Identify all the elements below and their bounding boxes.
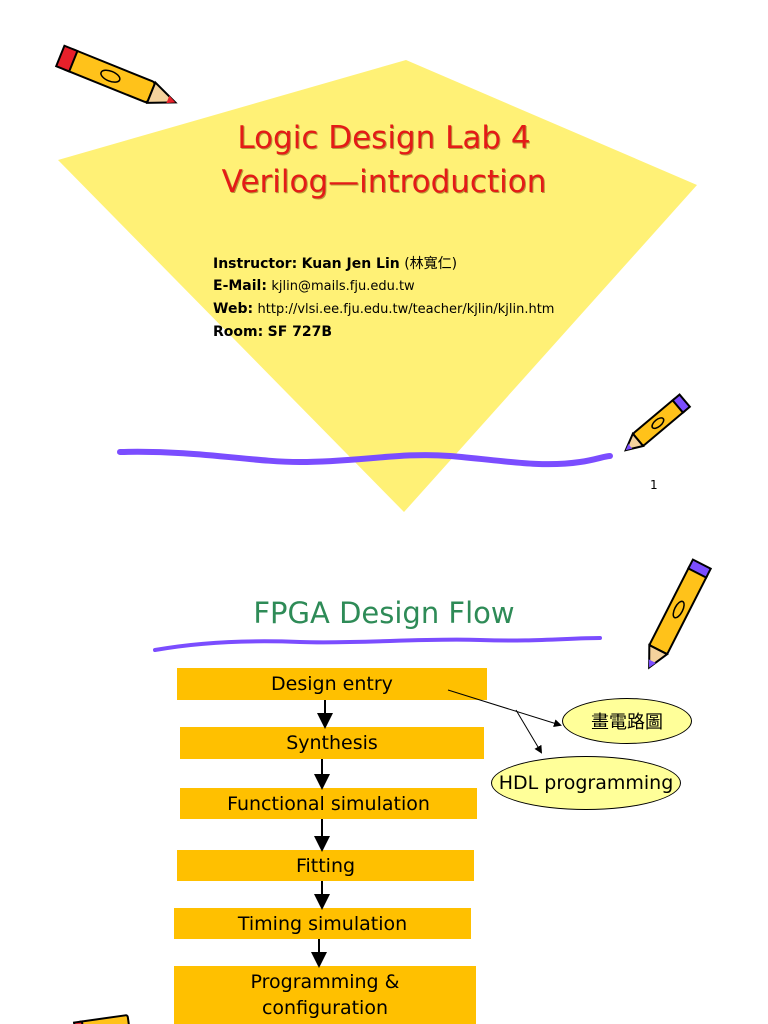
instructor-row: Instructor: Kuan Jen Lin (林寬仁) — [213, 253, 554, 275]
slide-title-line-1: Logic Design Lab 4 — [237, 120, 531, 156]
instructor-chinese-name: (林寬仁) — [404, 256, 458, 272]
instructor-info: Instructor: Kuan Jen Lin (林寬仁) E-Mail: k… — [213, 253, 554, 343]
option-schematic: 畫電路圖 — [562, 698, 692, 744]
instructor-name: Kuan Jen Lin — [301, 256, 400, 272]
pencil-icon — [623, 393, 692, 452]
email-label: E-Mail: — [213, 278, 267, 294]
room-row: Room: SF 727B — [213, 321, 554, 343]
email-value[interactable]: kjlin@mails.fju.edu.tw — [271, 279, 415, 294]
web-link[interactable]: http://vlsi.ee.fju.edu.tw/teacher/kjlin/… — [257, 302, 555, 317]
slide-title: FPGA Design Flow — [253, 596, 515, 630]
squiggle-decoration — [117, 448, 613, 468]
option-arrow — [447, 689, 562, 728]
flow-step-fitting: Fitting — [177, 850, 474, 881]
flow-step-functional-simulation: Functional simulation — [180, 788, 477, 819]
page-number: 1 — [650, 478, 658, 492]
flow-step-line-2: configuration — [261, 997, 389, 1019]
slide-2: FPGA Design Flow Design entry Synthesis … — [0, 512, 768, 1024]
pencil-icon — [648, 558, 713, 670]
flow-step-design-entry: Design entry — [177, 668, 487, 700]
squiggle-decoration — [153, 636, 602, 652]
flow-arrows — [311, 689, 562, 968]
yellow-diamond-shape — [58, 60, 697, 512]
option-arrow — [515, 709, 543, 754]
slide-title-line-2: Verilog—introduction — [221, 164, 547, 200]
room-value: SF 727B — [267, 324, 333, 340]
option-hdl-programming: HDL programming — [491, 756, 681, 810]
instructor-label: Instructor: — [213, 256, 298, 272]
pencil-icon — [72, 1014, 130, 1024]
web-label: Web: — [213, 301, 254, 317]
pencil-icon — [54, 44, 178, 104]
web-row: Web: http://vlsi.ee.fju.edu.tw/teacher/k… — [213, 298, 554, 321]
flow-step-timing-simulation: Timing simulation — [174, 908, 471, 939]
slide-1: Logic Design Lab 4 Verilog—introduction … — [54, 44, 697, 512]
flow-step-programming-configuration: Programming & configuration — [174, 966, 476, 1024]
flow-step-line-1: Programming & — [250, 971, 400, 993]
email-row: E-Mail: kjlin@mails.fju.edu.tw — [213, 275, 554, 298]
flow-step-synthesis: Synthesis — [180, 727, 484, 759]
room-label: Room: — [213, 324, 264, 340]
